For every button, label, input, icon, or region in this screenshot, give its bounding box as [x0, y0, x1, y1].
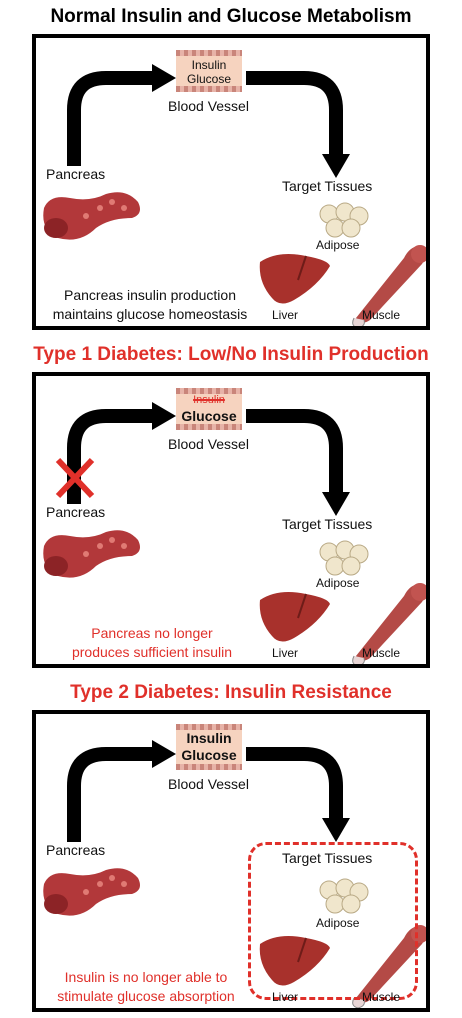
muscle-icon — [352, 925, 426, 1008]
vessel-glucose-label: Glucose — [181, 747, 237, 763]
blood-vessel-icon: Insulin Glucose — [176, 388, 242, 430]
vessel-insulin-label: Insulin — [186, 730, 232, 746]
adipose-label: Adipose — [316, 238, 360, 252]
muscle-label: Muscle — [362, 308, 401, 322]
blood-vessel-label: Blood Vessel — [168, 436, 249, 452]
arrow-head-right — [152, 402, 176, 430]
arrow-head-right — [152, 740, 176, 768]
caption-type1-line1: Pancreas no longer — [91, 625, 213, 641]
title-type1: Type 1 Diabetes: Low/No Insulin Producti… — [33, 344, 429, 365]
adipose-icon — [319, 540, 369, 576]
vessel-glucose-label: Glucose — [181, 408, 237, 424]
target-tissues-label: Target Tissues — [282, 516, 373, 532]
liver-icon — [259, 592, 330, 642]
arrow-icon — [246, 747, 343, 820]
target-tissues-highlight — [248, 842, 418, 1000]
vessel-glucose-label: Glucose — [186, 72, 232, 86]
vessel-lumen — [176, 730, 242, 764]
blood-vessel-label: Blood Vessel — [168, 98, 249, 114]
muscle-label: Muscle — [362, 646, 401, 660]
liver-label: Liver — [272, 990, 299, 1004]
blood-vessel-icon: Insulin Glucose — [176, 50, 242, 92]
arrow-icon — [67, 71, 154, 166]
pancreas-icon — [43, 192, 140, 240]
muscle-label: Muscle — [362, 990, 401, 1004]
vessel-wall-top — [176, 388, 242, 394]
adipose-icon — [319, 878, 369, 914]
vessel-lumen — [176, 56, 242, 86]
vessel-wall-bottom — [176, 764, 242, 770]
panel-type2: Insulin Glucose Blood Vessel Pancreas Ta… — [32, 710, 430, 1012]
arrow-head-down — [322, 492, 350, 516]
title-normal: Normal Insulin and Glucose Metabolism — [50, 6, 412, 27]
pancreas-label: Pancreas — [46, 842, 106, 858]
panel-type1: Insulin Glucose Blood Vessel Pancreas Ta… — [32, 372, 430, 668]
vessel-wall-top — [176, 724, 242, 730]
title-type2: Type 2 Diabetes: Insulin Resistance — [70, 682, 392, 703]
adipose-icon — [319, 202, 369, 238]
target-tissues-label: Target Tissues — [282, 178, 373, 194]
panel-normal: Insulin Glucose Blood Vessel Pancreas Ta… — [32, 34, 430, 330]
arrow-icon — [67, 747, 154, 842]
x-mark-icon — [55, 457, 95, 499]
arrow-icon — [67, 409, 154, 504]
vessel-lumen — [176, 394, 242, 424]
caption-type1: Pancreas no longer produces sufficient i… — [52, 624, 252, 662]
blood-vessel-label: Blood Vessel — [168, 776, 249, 792]
vessel-insulin-label: Insulin — [191, 58, 227, 72]
liver-icon — [259, 936, 330, 986]
vessel-insulin-struck-label: Insulin — [193, 394, 225, 406]
arrow-head-right — [152, 64, 176, 92]
arrow-icon — [246, 71, 343, 156]
liver-icon — [259, 254, 330, 304]
vessel-wall-bottom — [176, 86, 242, 92]
caption-normal-line2: maintains glucose homeostasis — [52, 306, 248, 322]
liver-label: Liver — [272, 308, 299, 322]
target-tissues-label: Target Tissues — [282, 850, 373, 866]
adipose-label: Adipose — [316, 916, 360, 930]
panel-type1-art — [43, 402, 426, 664]
arrow-head-down — [322, 818, 350, 842]
blood-vessel-icon: Insulin Glucose — [176, 724, 242, 770]
caption-normal: Pancreas insulin production maintains gl… — [40, 286, 260, 324]
pancreas-label: Pancreas — [46, 504, 106, 520]
adipose-label: Adipose — [316, 576, 360, 590]
muscle-icon — [352, 245, 426, 326]
pancreas-icon — [43, 530, 140, 578]
pancreas-icon — [43, 868, 140, 916]
caption-type2-line2: stimulate glucose absorption — [57, 988, 235, 1004]
arrow-head-down — [322, 154, 350, 178]
caption-type1-line2: produces sufficient insulin — [71, 644, 233, 660]
pancreas-label: Pancreas — [46, 166, 106, 182]
caption-type2-line1: Insulin is no longer able to — [64, 969, 228, 985]
muscle-icon — [352, 583, 426, 664]
caption-type2: Insulin is no longer able to stimulate g… — [38, 968, 254, 1006]
arrow-icon — [246, 409, 343, 494]
panel-normal-art — [43, 64, 426, 326]
panel-type2-art — [43, 740, 426, 1008]
vessel-wall-bottom — [176, 424, 242, 430]
liver-label: Liver — [272, 646, 299, 660]
vessel-wall-top — [176, 50, 242, 56]
caption-normal-line1: Pancreas insulin production — [64, 287, 236, 303]
